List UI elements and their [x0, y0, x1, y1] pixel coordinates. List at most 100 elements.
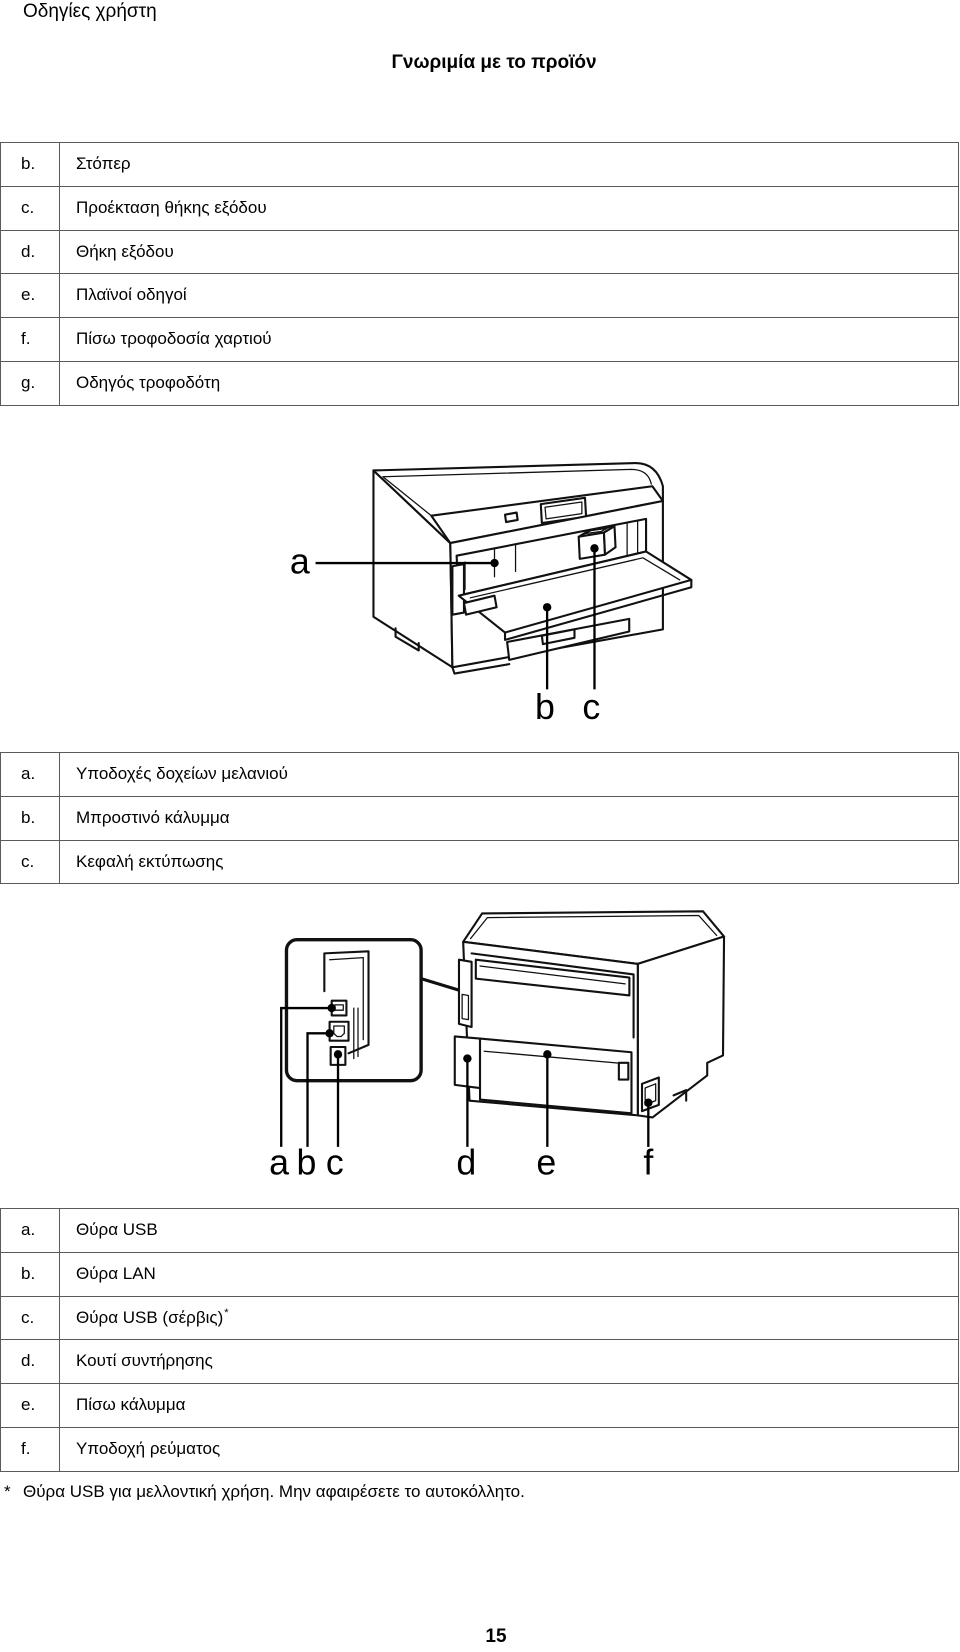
power-button [503, 511, 519, 524]
callout-label-a: a [269, 1142, 289, 1182]
callout-dot-a [327, 1003, 336, 1013]
callout-dot-b [325, 1029, 334, 1038]
power-inlet-socket [644, 1083, 657, 1106]
front-callouts: a b c [290, 542, 600, 727]
inset-panel-inner [328, 956, 364, 1041]
parts-table-1: b. Στόπερ c. Προέκταση θήκης εξόδου d. Θ… [0, 142, 959, 406]
item-label: Θήκη εξόδου [76, 241, 174, 261]
callout-dot-b [542, 603, 552, 612]
callout-label-d: d [456, 1142, 476, 1182]
rear-paper-feed-slot-line [479, 965, 626, 985]
item-label: Πίσω τροφοδοσία χαρτιού [76, 329, 272, 349]
item-label: Πλαϊνοί οδηγοί [76, 285, 187, 305]
print-head-side [602, 525, 617, 556]
callout-dot-d [463, 1054, 472, 1063]
running-header: Οδηγίες χρήστη [23, 1, 157, 22]
lcd-screen-inner [544, 501, 583, 520]
callout-label-c: c [326, 1142, 344, 1182]
callout-dot-c [333, 1050, 343, 1059]
table-row: c. Θύρα USB (σέρβις)* [1, 1296, 958, 1341]
item-label: Οδηγός τροφοδότη [76, 372, 221, 392]
callout-label-c: c [582, 687, 600, 727]
rear-side-tab [457, 958, 473, 1029]
callout-label-e: e [536, 1142, 556, 1182]
item-letter: c. [1, 1296, 60, 1340]
item-letter: b. [1, 796, 60, 840]
rear-callouts: a b c d e f [269, 1003, 653, 1182]
rear-paper-feed-slot [474, 958, 631, 997]
print-head-label [584, 527, 608, 535]
section-title: Γνωριμία με το προϊόν [391, 52, 597, 73]
table-row: a. Υποδοχές δοχείων μελανιού [1, 753, 958, 797]
rear-side-tab-detail [461, 993, 470, 1021]
printer-foot [394, 627, 420, 652]
rear-cover [478, 1037, 633, 1115]
table-row: g. Οδηγός τροφοδότη [1, 361, 958, 406]
item-letter: a. [1, 753, 60, 796]
rear-cover-line [483, 1050, 628, 1065]
footnote-reference: * [224, 1306, 229, 1319]
item-label: Θύρα LAN [76, 1263, 156, 1283]
item-label: Στόπερ [76, 154, 131, 173]
table-row: b. Στόπερ [1, 143, 958, 187]
cassette-handle [540, 628, 576, 646]
inset-panel-outline [323, 950, 370, 1055]
item-letter: b. [1, 143, 60, 186]
item-letter: c. [1, 840, 60, 884]
table-row: e. Πλαϊνοί οδηγοί [1, 274, 958, 319]
item-letter: b. [1, 1252, 60, 1296]
item-letter: f. [1, 318, 60, 361]
ink-cartridge-slot [451, 563, 466, 616]
cover-tab [462, 594, 498, 616]
rear-port-inset [284, 938, 423, 1083]
table-row: e. Πίσω κάλυμμα [1, 1384, 958, 1428]
printer-foot [672, 1089, 688, 1102]
item-label: Προέκταση θήκης εξόδου [76, 197, 267, 217]
printer-right-side [636, 935, 726, 1119]
item-letter: e. [1, 274, 60, 318]
callout-leader-a [280, 1006, 332, 1147]
printer-base [451, 663, 511, 675]
callout-label-b: b [535, 687, 555, 727]
callout-label-a: a [290, 542, 310, 582]
footnote-marker: * [4, 1482, 11, 1501]
footnote-text: Θύρα USB για μελλοντική χρήση. Μην αφαιρ… [23, 1482, 525, 1501]
table-row: f. Υποδοχή ρεύματος [1, 1427, 958, 1472]
table-row: d. Θήκη εξόδου [1, 230, 958, 275]
printer-rear-drawing [453, 910, 726, 1119]
top-cover-bevel [469, 914, 718, 940]
table-row: c. Κεφαλή εκτύπωσης [1, 840, 958, 885]
printer-front-figure: a b c [290, 462, 693, 727]
printer-front-drawing [372, 462, 693, 675]
callout-leader-b [306, 1032, 330, 1147]
item-letter: f. [1, 1427, 60, 1471]
callout-dot-a [490, 558, 499, 568]
table-row: b. Μπροστινό κάλυμμα [1, 796, 958, 841]
parts-table-2: a. Υποδοχές δοχείων μελανιού b. Μπροστιν… [0, 752, 959, 885]
parts-table-3: a. Θύρα USB b. Θύρα LAN c. Θύρα USB (σέρ… [0, 1208, 959, 1472]
front-cover-edge [503, 578, 693, 641]
rear-cover-latch [617, 1061, 630, 1081]
item-label: Θύρα USB (σέρβις) [76, 1307, 224, 1327]
item-label: Κεφαλή εκτύπωσης [76, 851, 224, 871]
table-row: f. Πίσω τροφοδοσία χαρτιού [1, 318, 958, 362]
item-label: Θύρα USB [76, 1220, 158, 1239]
item-label: Κουτί συντήρησης [76, 1351, 213, 1371]
table-row: d. Κουτί συντήρησης [1, 1340, 958, 1385]
table-row: a. Θύρα USB [1, 1209, 958, 1253]
item-label: Μπροστινό κάλυμμα [76, 807, 230, 827]
callout-label-b: b [297, 1142, 317, 1182]
item-letter: g. [1, 361, 60, 405]
callout-dot-f [644, 1098, 653, 1107]
item-label: Υποδοχές δοχείων μελανιού [76, 764, 288, 783]
page-number: 15 [485, 1626, 507, 1647]
item-label: Υποδοχή ρεύματος [76, 1438, 221, 1458]
inset-detail-lines [353, 1007, 359, 1060]
callout-dot-c [590, 544, 599, 553]
table-row: b. Θύρα LAN [1, 1252, 958, 1297]
callout-label-f: f [643, 1142, 653, 1182]
printer-rear-figure: a b c d e f [269, 910, 726, 1182]
item-letter: c. [1, 186, 60, 230]
item-letter: e. [1, 1384, 60, 1427]
